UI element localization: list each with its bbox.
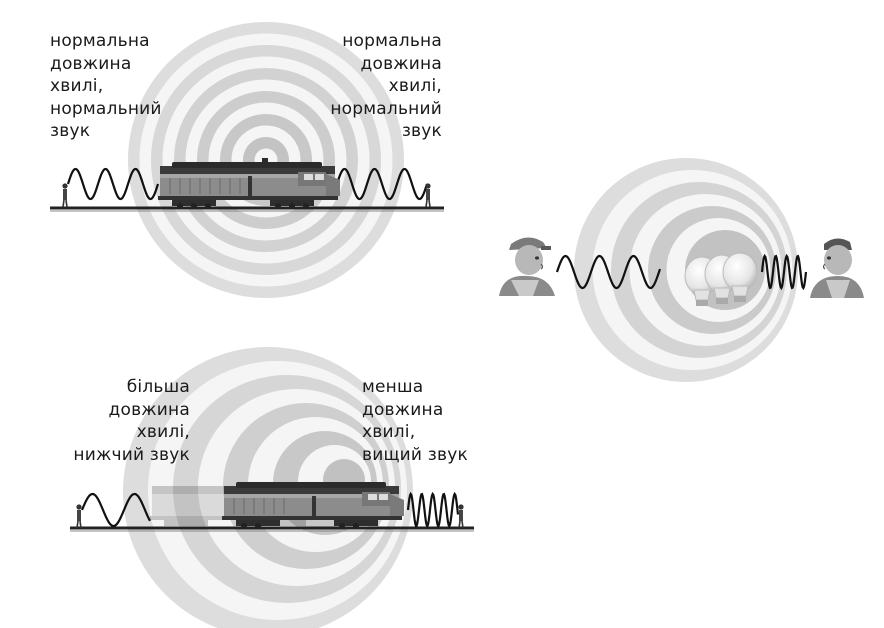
label-line: нормальний: [50, 98, 162, 119]
top-left-wave: [66, 167, 160, 201]
top-right-label: нормальна довжина хвилі, нормальний звук: [330, 30, 442, 143]
label-line: нормальна: [342, 31, 442, 51]
worker-with-cap-icon: [499, 237, 555, 296]
label-line: звук: [50, 121, 91, 141]
panel-top-stationary-source: [50, 22, 444, 298]
bottom-left-label: більша довжина хвилі, нижчий звук: [73, 376, 190, 466]
person-icon: [810, 238, 864, 298]
person-icon: [76, 504, 82, 529]
panel-bottom-moving-source: [70, 347, 474, 628]
locomotive-icon: [222, 482, 404, 529]
bottom-right-label: менша довжина хвилі, вищий звук: [362, 376, 468, 466]
label-line: довжина: [362, 399, 444, 420]
label-line: нижчий звук: [73, 444, 190, 465]
label-line: нормальна: [50, 31, 150, 51]
right-right-short-wave: [760, 253, 808, 291]
label-line: хвилі,: [362, 422, 416, 442]
bottom-right-short-wave: [406, 491, 460, 529]
label-line: хвилі,: [388, 76, 442, 96]
light-bulb-icon: [684, 252, 758, 306]
label-line: звук: [401, 121, 442, 141]
person-icon: [425, 183, 431, 208]
right-left-long-wave: [555, 254, 662, 290]
label-line: менша: [362, 377, 424, 397]
label-line: довжина: [108, 399, 190, 420]
panel-right-observers: [499, 158, 864, 382]
person-icon: [62, 183, 68, 208]
label-line: довжина: [50, 53, 132, 74]
label-line: нормальний: [330, 98, 442, 119]
bottom-left-long-wave: [80, 492, 151, 528]
label-line: хвилі,: [136, 422, 190, 442]
locomotive-icon: [158, 158, 340, 209]
top-right-wave: [335, 167, 429, 201]
label-line: хвилі,: [50, 76, 104, 96]
top-left-label: нормальна довжина хвилі, нормальний звук: [50, 30, 162, 143]
label-line: вищий звук: [362, 444, 468, 465]
person-icon: [458, 504, 464, 529]
label-line: більша: [126, 377, 190, 397]
label-line: довжина: [360, 53, 442, 74]
